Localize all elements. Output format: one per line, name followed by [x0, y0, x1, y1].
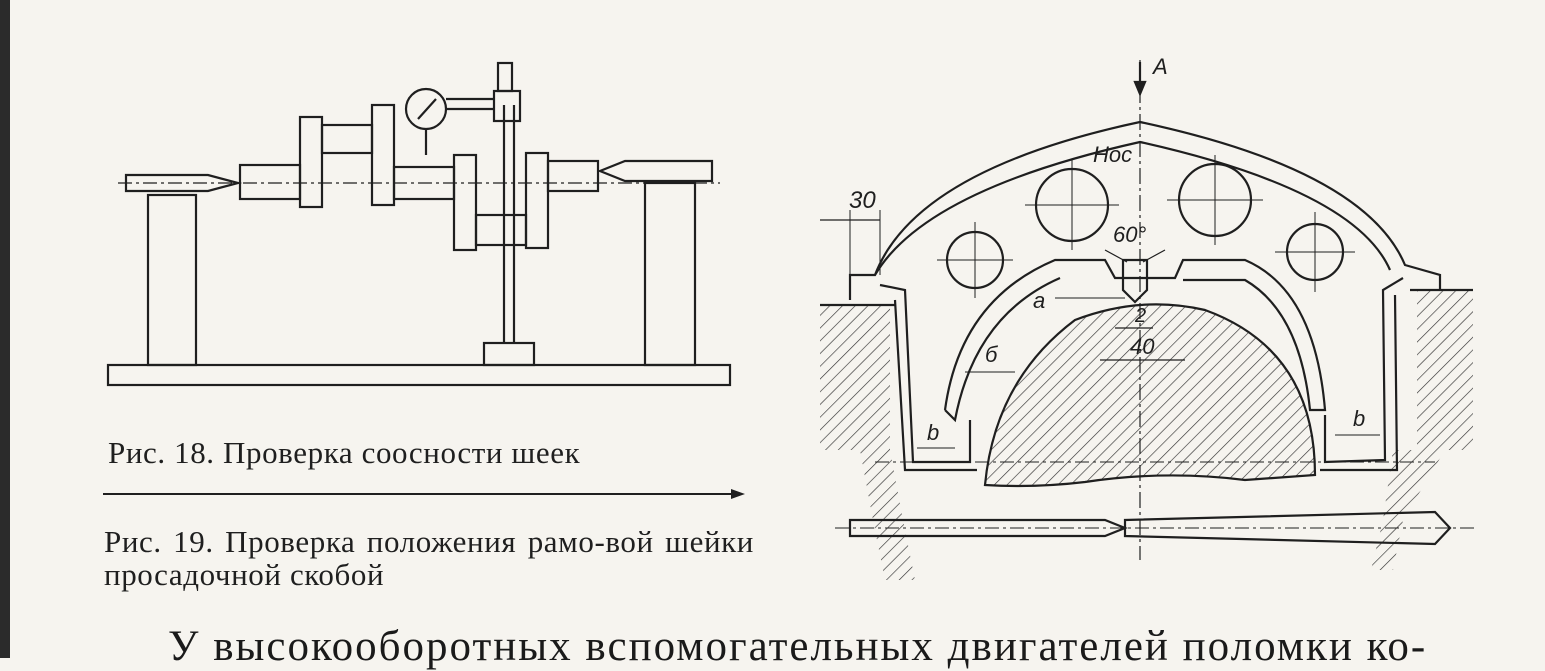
left-centre — [124, 173, 243, 193]
view-arrow-head — [1133, 80, 1147, 97]
right-support — [643, 181, 697, 367]
page-spine — [0, 0, 10, 658]
crankpin-1 — [320, 123, 374, 155]
crankpin-2 — [474, 213, 528, 247]
body-text: У высокооборотных вспомогательных двигат… — [168, 623, 1428, 670]
figure-19-caption: Рис. 19. Проверка положения рамо-вой шей… — [104, 524, 754, 593]
gauge-opening-inner — [944, 276, 1061, 423]
gauge-opening — [943, 258, 1327, 412]
label-gap-v-right: b — [1353, 406, 1365, 431]
label-arrow-a: A — [1151, 54, 1168, 79]
stand-clamp — [492, 89, 522, 123]
label-angle: 60° — [1113, 222, 1146, 247]
label-gap-v-left: b — [927, 420, 939, 445]
gauge-right-leg — [1323, 277, 1404, 464]
label-dim-2: 2 — [1134, 305, 1146, 327]
left-support — [146, 193, 198, 367]
figure-18-caption: Рис. 18. Проверка соосности шеек — [108, 435, 581, 470]
gauge-left-leg — [879, 283, 972, 464]
gauge-inner-arc — [874, 140, 1392, 276]
body-text-line: У высокооборотных вспомогательных двигат… — [104, 622, 1544, 671]
label-dim-40: 40 — [1130, 334, 1155, 359]
frame-right-hatch — [1371, 290, 1473, 570]
dial-needle — [417, 98, 437, 120]
gauge-right-leg-inner — [1320, 294, 1399, 472]
label-dim-30: 30 — [849, 187, 876, 214]
label-gap-b: б — [985, 342, 999, 367]
web-1 — [298, 115, 324, 209]
base-plate — [106, 363, 732, 387]
angle-line-left — [1104, 249, 1128, 263]
figure-18-svg — [106, 61, 732, 387]
figure-19-svg: A Нос 60° а б b b 30 2 40 — [820, 54, 1477, 580]
gauge-probe — [1121, 258, 1149, 304]
figure-18-drawing — [100, 55, 740, 395]
web-2 — [370, 103, 396, 207]
gauge-left-leg-inner — [893, 299, 977, 472]
right-centre — [597, 159, 714, 183]
stand-cap — [496, 61, 514, 93]
stand-base — [482, 341, 536, 367]
figure-19-drawing: A Нос 60° а б b b 30 2 40 — [805, 50, 1485, 590]
journal-section — [983, 303, 1317, 488]
angle-line-right — [1142, 249, 1166, 263]
journal-left — [238, 163, 302, 201]
journal-right — [546, 159, 600, 193]
label-nose: Нос — [1093, 142, 1132, 167]
label-gap-a: а — [1033, 288, 1045, 313]
tie-rod-right — [1123, 510, 1452, 546]
tie-rod-left — [848, 518, 1128, 538]
gauge-outer-arc — [848, 120, 1442, 300]
web-4 — [524, 151, 550, 250]
separator-arrow — [103, 489, 745, 499]
gauge-holes — [937, 155, 1355, 298]
web-3 — [452, 153, 478, 252]
frame-left-hatch — [820, 305, 915, 580]
